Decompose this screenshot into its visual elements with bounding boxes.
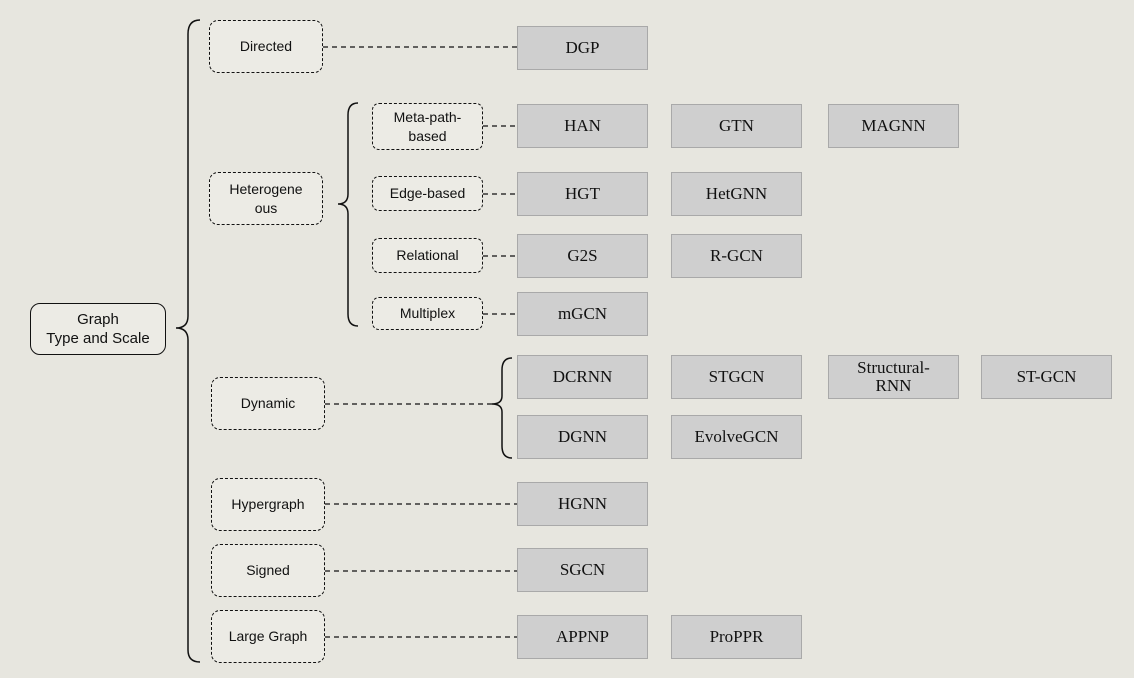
model-appnp: APPNP xyxy=(517,615,648,659)
model-stgcn: STGCN xyxy=(671,355,802,399)
category-large-graph: Large Graph xyxy=(211,610,325,663)
model-han: HAN xyxy=(517,104,648,148)
model-evolvegcn: EvolveGCN xyxy=(671,415,802,459)
model-mgcn: mGCN xyxy=(517,292,648,336)
subcategory-multiplex: Multiplex xyxy=(372,297,483,330)
root-node: Graph Type and Scale xyxy=(30,303,166,355)
model-g2s: G2S xyxy=(517,234,648,278)
model-structural-rnn: Structural- RNN xyxy=(828,355,959,399)
model-hgnn: HGNN xyxy=(517,482,648,526)
category-dynamic: Dynamic xyxy=(211,377,325,430)
model-sgcn: SGCN xyxy=(517,548,648,592)
model-dgp: DGP xyxy=(517,26,648,70)
model-st-gcn: ST-GCN xyxy=(981,355,1112,399)
subcategory-edge-based: Edge-based xyxy=(372,176,483,211)
root-brace xyxy=(175,19,201,663)
model-hgt: HGT xyxy=(517,172,648,216)
heterogeneous-brace xyxy=(337,102,359,327)
model-gtn: GTN xyxy=(671,104,802,148)
subcategory-metapath-based: Meta-path- based xyxy=(372,103,483,150)
category-hypergraph: Hypergraph xyxy=(211,478,325,531)
category-directed: Directed xyxy=(209,20,323,73)
category-heterogeneous: Heterogene ous xyxy=(209,172,323,225)
model-hetgnn: HetGNN xyxy=(671,172,802,216)
model-dcrnn: DCRNN xyxy=(517,355,648,399)
model-magnn: MAGNN xyxy=(828,104,959,148)
model-r-gcn: R-GCN xyxy=(671,234,802,278)
subcategory-relational: Relational xyxy=(372,238,483,273)
category-signed: Signed xyxy=(211,544,325,597)
model-proppr: ProPPR xyxy=(671,615,802,659)
model-dgnn: DGNN xyxy=(517,415,648,459)
dynamic-brace xyxy=(491,357,513,459)
